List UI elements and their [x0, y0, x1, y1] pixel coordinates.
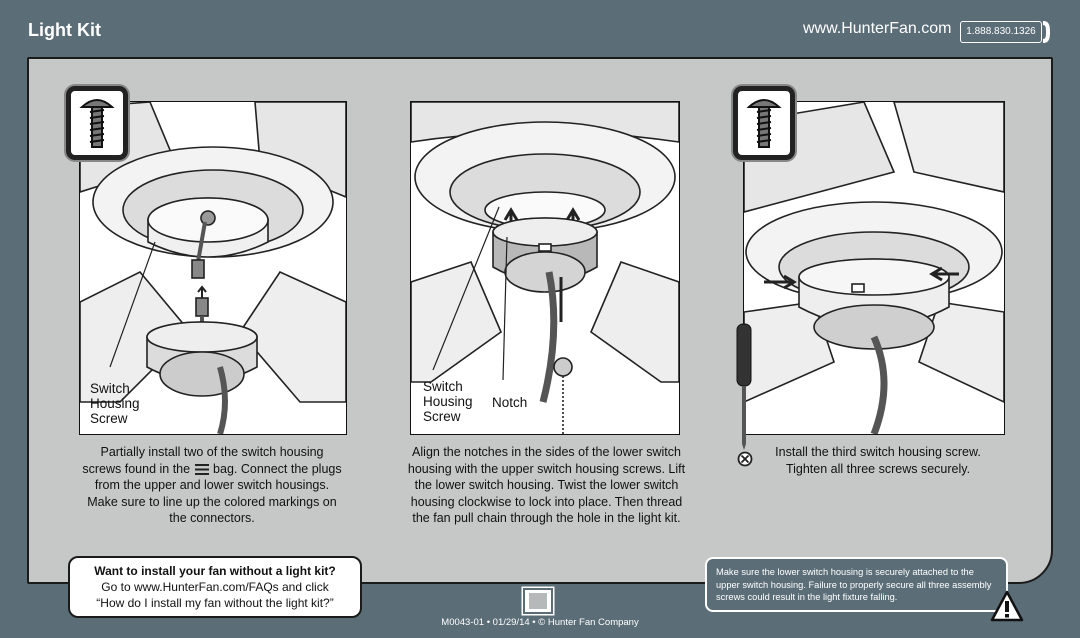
phone-group: 1.888.830.1326 — [960, 19, 1052, 45]
page-title: Light Kit — [28, 20, 101, 40]
bag-icon — [194, 463, 209, 475]
no-light-kit-box: Want to install your fan without a light… — [68, 556, 362, 618]
callout-line: Switch — [90, 381, 130, 396]
illustration-step-3 — [743, 101, 1005, 435]
step-1-instructions: Partially install two of the switch hous… — [82, 444, 342, 527]
callout-switch-housing-screw-2: Switch Housing Screw — [423, 379, 473, 424]
callout-line: Housing — [90, 396, 140, 411]
warning-box: Make sure the lower switch housing is se… — [705, 557, 1008, 612]
warning-text: Make sure the lower switch housing is se… — [716, 567, 992, 602]
screw-badge — [733, 86, 795, 160]
callout-notch: Notch — [492, 395, 528, 410]
phillips-icon — [737, 451, 753, 467]
page-marker — [523, 588, 553, 614]
phone-number[interactable]: 1.888.830.1326 — [960, 21, 1042, 43]
step-3-line: Tighten all three screws securely. — [785, 461, 971, 476]
callout-line: Screw — [90, 411, 128, 426]
callout-line: Screw — [423, 409, 461, 424]
warning-icon — [990, 590, 1024, 622]
no-light-kit-question: Want to install your fan without a light… — [94, 564, 336, 578]
screwdriver-icon — [736, 323, 752, 450]
screw-icon — [746, 99, 782, 148]
screw-badge — [66, 86, 128, 160]
step-2-instructions: Align the notches in the sides of the lo… — [407, 445, 686, 525]
callout-line: Housing — [423, 394, 473, 409]
phone-icon — [1043, 21, 1050, 43]
step-3-instructions: Install the third switch housing screw. … — [758, 444, 998, 477]
no-light-kit-answer: Go to www.HunterFan.com/FAQs and click — [101, 580, 329, 594]
footer-text: M0043-01 • 01/29/14 • © Hunter Fan Compa… — [441, 617, 639, 628]
step-3-line: Install the third switch housing screw. — [775, 445, 981, 459]
callout-line: Switch — [423, 379, 463, 394]
no-light-kit-answer: “How do I install my fan without the lig… — [96, 596, 334, 610]
step-1-text-b: bag. Connect the plugs from the upper an… — [87, 461, 342, 526]
website-link[interactable]: www.HunterFan.com — [803, 20, 952, 37]
callout-switch-housing-screw-1: Switch Housing Screw — [90, 381, 140, 426]
step-1-text-a: Partially install two of the switch hous… — [82, 445, 324, 476]
screw-icon — [79, 99, 115, 148]
illustration-step-2 — [410, 101, 680, 435]
